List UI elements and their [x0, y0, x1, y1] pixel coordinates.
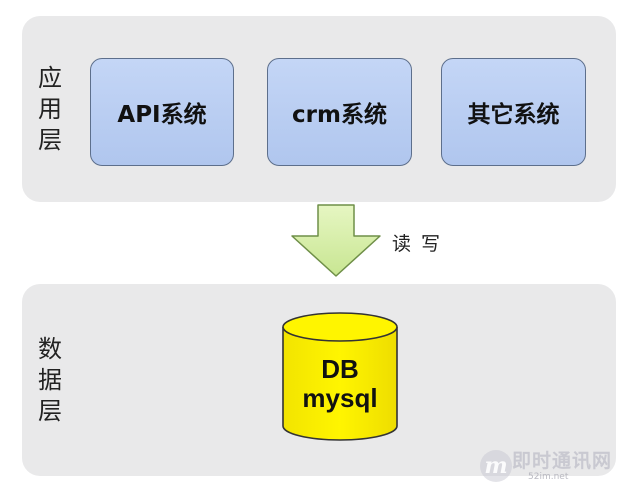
label-char: 据 — [38, 366, 62, 394]
data-layer-label: 数 据 层 — [30, 334, 70, 427]
read-write-label: 读 写 — [392, 233, 443, 255]
read-write-arrow — [291, 204, 381, 277]
watermark-logo-icon: m — [480, 450, 512, 482]
crm-system-box: crm系统 — [267, 58, 412, 166]
watermark: m 即时通讯网 52im.net — [476, 444, 636, 488]
database-engine: mysql — [302, 383, 378, 413]
database-cylinder — [282, 312, 398, 441]
label-char: 用 — [38, 95, 62, 123]
application-layer-label: 应 用 层 — [30, 63, 70, 156]
watermark-logo-letter: m — [484, 453, 507, 479]
watermark-url: 52im.net — [528, 472, 569, 482]
label-char: 应 — [38, 64, 62, 92]
other-system-label: 其它系统 — [467, 102, 560, 128]
other-system-box: 其它系统 — [441, 58, 586, 166]
database-name: DB — [321, 354, 359, 384]
label-char: 层 — [38, 126, 62, 154]
watermark-text: 即时通讯网 — [512, 450, 613, 472]
crm-system-label: crm系统 — [292, 102, 387, 128]
api-system-box: API系统 — [90, 58, 234, 166]
label-char: 层 — [38, 397, 62, 425]
label-char: 数 — [38, 335, 62, 363]
api-system-label: API系统 — [117, 102, 207, 128]
